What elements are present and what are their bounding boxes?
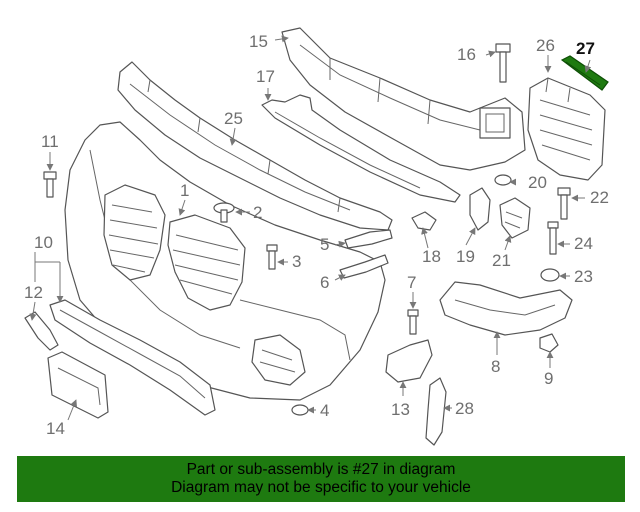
bolt-3: [266, 244, 278, 270]
callout-13: 13: [391, 400, 410, 419]
front-grille: [103, 184, 246, 311]
callout-21: 21: [492, 251, 511, 270]
bolt-24: [547, 221, 559, 255]
small-bracket-18: [411, 211, 437, 231]
bracket-21: [499, 197, 531, 239]
callout-28: 28: [455, 399, 474, 418]
callout-15: 15: [249, 32, 268, 51]
side-trim-piece: [24, 311, 59, 351]
parts-diagram: 15 16 26 27 17 25 11 1 2 20 22 10 5 3 24…: [24, 27, 609, 446]
callout-23: 23: [574, 267, 593, 286]
leader-lines: [29, 35, 592, 421]
bolt-22: [557, 187, 571, 220]
mounting-clip-5: [344, 229, 393, 249]
screw-2: [213, 202, 235, 223]
bracket-19: [469, 187, 491, 231]
banner-line-2: Diagram may not be specific to your vehi…: [171, 479, 471, 496]
highlighted-part-27: [560, 55, 609, 91]
trim-strip-28: [425, 377, 447, 446]
callout-16: 16: [457, 45, 476, 64]
callout-27: 27: [576, 39, 595, 58]
callout-7: 7: [407, 273, 416, 292]
bolt-16: [495, 43, 511, 83]
callout-4: 4: [320, 401, 329, 420]
callout-26: 26: [536, 36, 555, 55]
callout-18: 18: [422, 247, 441, 266]
callout-22: 22: [590, 188, 609, 207]
callout-19: 19: [456, 247, 475, 266]
lower-trim-strip: [49, 299, 216, 416]
banner-line-1: Part or sub-assembly is #27 in diagram: [186, 461, 456, 478]
fitment-notice-banner: Part or sub-assembly is #27 in diagram D…: [17, 456, 625, 502]
callout-24: 24: [574, 234, 593, 253]
callout-25: 25: [224, 109, 243, 128]
bracket-13: [385, 339, 433, 383]
callout-1: 1: [180, 181, 189, 200]
callout-6: 6: [320, 273, 329, 292]
upper-support-bracket: [117, 61, 393, 231]
callout-8: 8: [491, 357, 500, 376]
bumper-reinforcement-beam: [281, 27, 526, 171]
clip-9: [539, 333, 559, 353]
lower-bracket-8: [439, 281, 573, 336]
callout-14: 14: [46, 419, 65, 438]
callout-9: 9: [544, 369, 553, 388]
nut-23: [540, 268, 560, 282]
callout-3: 3: [292, 252, 301, 271]
nut-20: [494, 174, 512, 186]
callout-2: 2: [253, 203, 262, 222]
callout-11: 11: [41, 132, 59, 151]
energy-absorber: [261, 94, 461, 203]
bolt-11: [43, 171, 57, 198]
side-bracket-26: [527, 77, 606, 181]
callout-labels: 15 16 26 27 17 25 11 1 2 20 22 10 5 3 24…: [24, 32, 609, 438]
fog-lamp-trim: [251, 334, 306, 386]
callout-10: 10: [34, 233, 53, 252]
callout-12: 12: [24, 283, 43, 302]
nut-4: [291, 404, 309, 416]
license-plate-bracket: [47, 351, 109, 419]
callout-17: 17: [256, 67, 275, 86]
bolt-7: [407, 309, 419, 335]
callout-20: 20: [528, 173, 547, 192]
callout-5: 5: [320, 235, 329, 254]
